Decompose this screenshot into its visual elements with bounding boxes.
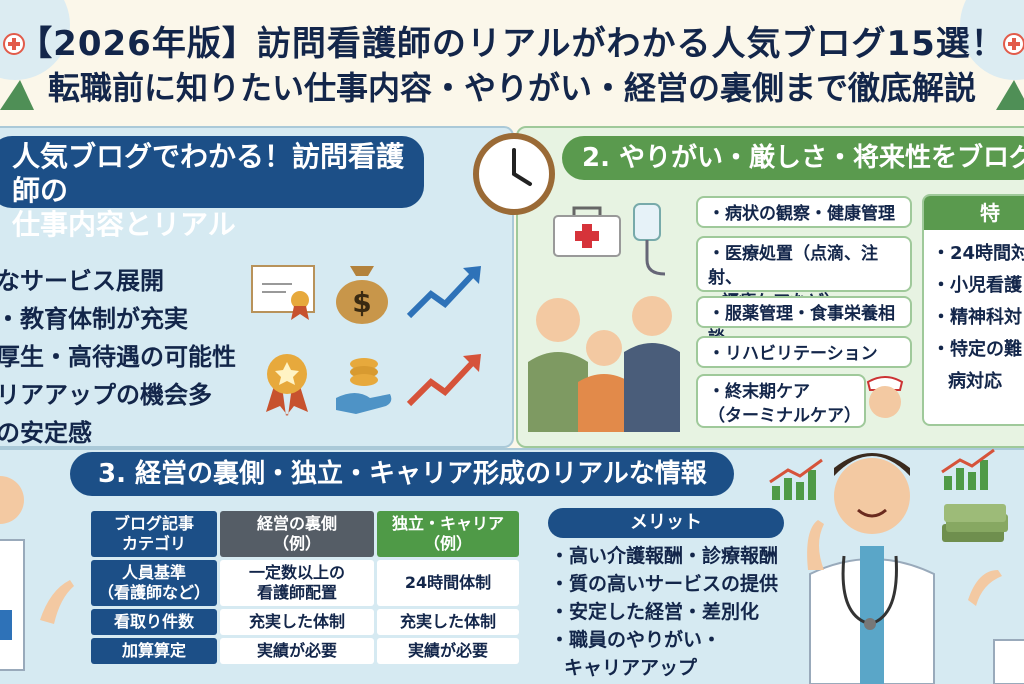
header-text: ブログ記事 — [113, 514, 194, 533]
feature-box: 特 ・24時間対 ・小児看護 ・精神科対 ・特定の難 病対応 — [922, 194, 1024, 426]
trend-up-icon-blue — [406, 266, 481, 319]
feature-list: ・24時間対 ・小児看護 ・精神科対 ・特定の難 病対応 — [932, 238, 1024, 398]
header-text: （例） — [272, 534, 321, 553]
feature-heading: 特 — [924, 196, 1024, 230]
table-cell: 看取り件数 — [91, 609, 217, 635]
hand-wave-icon-left — [40, 580, 74, 624]
table-cell: 人員基準 （看護師など） — [91, 560, 217, 606]
table-cell: 実績が必要 — [377, 638, 519, 664]
list-item: ・教育体制が充実 — [0, 305, 188, 333]
nurse-figure-right — [968, 570, 1024, 684]
section2-bullet: ・医療処置（点滴、注射、 褥瘡ケアなど） — [696, 236, 912, 312]
certificate-icon — [251, 265, 315, 320]
plant-icon-left — [0, 33, 34, 110]
section1-list: なサービス展開 ・教育体制が充実 厚生・高待遇の可能性 リアアップの機会多 の安… — [0, 262, 236, 452]
list-item: ・小児看護 — [932, 275, 1022, 296]
table-header-row: ブログ記事 カテゴリ 経営の裏側 （例） 独立・キャリア （例） — [91, 511, 519, 557]
section2-bullet: ・終末期ケア （ターミナルケア） — [696, 374, 866, 428]
section2-bullet-line: ・終末期ケア — [708, 382, 810, 402]
merit-list: ・高い介護報酬・診療報酬 ・質の高いサービスの提供 ・安定した経営・差別化 ・職… — [550, 542, 778, 682]
list-item: ・安定した経営・差別化 — [550, 601, 760, 623]
list-item: 厚生・高待遇の可能性 — [0, 343, 236, 371]
list-item: ・特定の難 — [932, 339, 1022, 360]
section1-heading: 人気ブログでわかる！訪問看護師の 仕事内容とリアル — [0, 136, 424, 241]
table-row: 看取り件数 充実した体制 充実した体制 — [91, 609, 519, 635]
table-cell: 一定数以上の 看護師配置 — [220, 560, 374, 606]
list-item: キャリアアップ — [564, 657, 698, 679]
bar-chart-icon — [769, 458, 823, 500]
list-item: なサービス展開 — [0, 267, 164, 295]
cell-text: （看護師など） — [97, 583, 210, 602]
section3-heading: 3. 経営の裏側・独立・キャリア形成のリアルな情報 — [70, 452, 734, 496]
cell-text: 一定数以上の — [248, 563, 345, 582]
page-title: 【2026年版】訪問看護師のリアルがわかる人気ブログ15選！ 転職前に知りたい仕… — [0, 22, 1024, 110]
doctor-illustration — [807, 453, 935, 684]
header-text: カテゴリ — [121, 534, 186, 553]
table-header-cell: 経営の裏側 （例） — [220, 511, 374, 557]
section2-bullet: ・リハビリテーション — [696, 336, 912, 368]
family-illustration — [528, 296, 680, 432]
table-cell: 加算算定 — [91, 638, 217, 664]
iv-drip-icon — [633, 203, 666, 276]
list-item: の安定感 — [0, 419, 92, 447]
first-aid-kit-icon — [553, 206, 621, 257]
nurse-figure-left — [0, 476, 25, 671]
table-row: 加算算定 実績が必要 実績が必要 — [91, 638, 519, 664]
list-item: ・高い介護報酬・診療報酬 — [550, 545, 779, 567]
bar-chart-icon-right — [941, 448, 995, 490]
table-header-cell: 独立・キャリア （例） — [377, 511, 519, 557]
header-text: （例） — [423, 534, 472, 553]
list-item: リアアップの機会多 — [0, 381, 212, 409]
section2-bullet-line: （ターミナルケア） — [708, 406, 861, 426]
trend-up-icon-red — [406, 354, 481, 407]
cell-text: 人員基準 — [121, 563, 186, 582]
money-bag-icon: $ — [336, 266, 388, 324]
section1-heading-line2: 仕事内容とリアル — [12, 208, 236, 241]
cash-stack-icon — [942, 504, 1008, 542]
list-item: ・質の高いサービスの提供 — [550, 573, 779, 595]
cell-text: 看護師配置 — [256, 583, 337, 602]
table-cell: 24時間体制 — [377, 560, 519, 606]
cell-text: 24時間体制 — [404, 573, 492, 592]
merit-heading: メリット — [548, 508, 784, 538]
svg-text:$: $ — [352, 286, 371, 319]
section2-bullet: ・病状の観察・健康管理 — [696, 196, 912, 228]
comparison-table: ブログ記事 カテゴリ 経営の裏側 （例） 独立・キャリア （例） 人員基準 （看… — [88, 508, 522, 667]
section2-bullet-line: ・医療処置（点滴、注射、 — [708, 244, 878, 288]
table-cell: 実績が必要 — [220, 638, 374, 664]
table-row: 人員基準 （看護師など） 一定数以上の 看護師配置 24時間体制 — [91, 560, 519, 606]
section1-heading-line1: 人気ブログでわかる！訪問看護師の — [12, 140, 405, 207]
section2-bullet: ・服薬管理・食事栄養相談 — [696, 296, 912, 348]
section2-heading: 2. やりがい・厳しさ・将来性をブログから徹 — [562, 136, 1024, 180]
coins-hand-icon — [336, 358, 392, 414]
award-medal-icon — [266, 354, 308, 416]
table-header-cell: ブログ記事 カテゴリ — [91, 511, 217, 557]
header-text: 経営の裏側 — [256, 514, 337, 533]
list-item: ・精神科対 — [932, 307, 1022, 328]
list-item: ・24時間対 — [932, 243, 1024, 264]
list-item: 病対応 — [948, 371, 1002, 392]
nurse-avatar-icon — [866, 376, 904, 418]
title-line-1: 【2026年版】訪問看護師のリアルがわかる人気ブログ15選！ — [18, 24, 1006, 64]
title-line-2: 転職前に知りたい仕事内容・やりがい・経営の裏側まで徹底解説 — [47, 69, 976, 107]
table-cell: 充実した体制 — [220, 609, 374, 635]
header-text: 独立・キャリア — [391, 514, 504, 533]
clock-icon — [473, 133, 555, 215]
plant-icon-right — [996, 33, 1024, 110]
list-item: ・職員のやりがい・ — [550, 629, 722, 651]
table-cell: 充実した体制 — [377, 609, 519, 635]
